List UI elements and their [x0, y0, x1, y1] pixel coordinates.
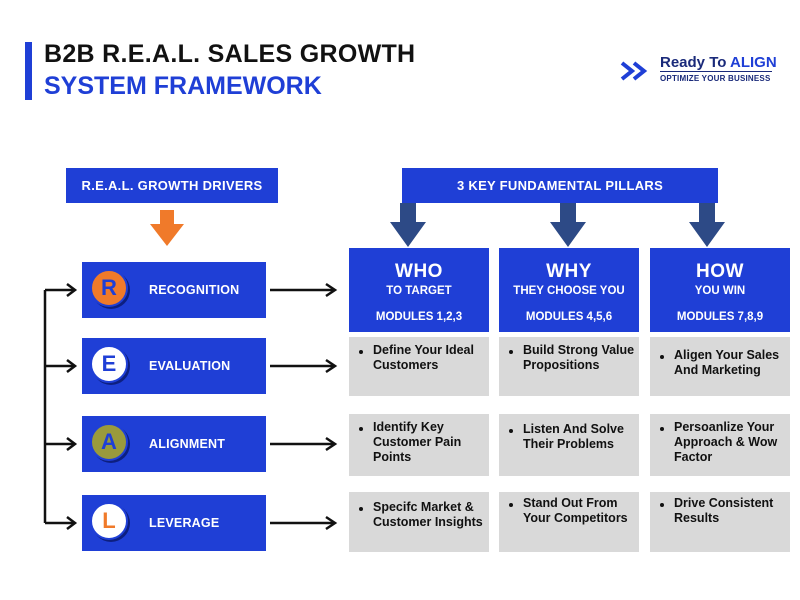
cell-text: Persoanlize Your Approach & Wow Factor — [674, 420, 778, 464]
letter-circle-l: L — [90, 502, 128, 540]
pillar-title: WHY — [546, 261, 592, 282]
title-accent-bar — [25, 42, 32, 100]
left-bracket-arrows — [45, 283, 78, 530]
driver-label: LEVERAGE — [149, 516, 220, 530]
cell-who-3: Specifc Market & Customer Insights — [349, 492, 489, 552]
letter-circle-a: A — [90, 423, 128, 461]
pillar-who: WHO TO TARGET MODULES 1,2,3 — [349, 248, 489, 332]
cell-who-2: Identify Key Customer Pain Points — [349, 414, 489, 476]
driver-label: ALIGNMENT — [149, 437, 226, 451]
drivers-header: R.E.A.L. GROWTH DRIVERS — [66, 168, 278, 203]
driver-recognition: R RECOGNITION — [82, 262, 266, 318]
bullet-dot — [509, 503, 513, 507]
letter-circle-r: R — [90, 269, 128, 307]
bullet-dot — [660, 427, 664, 431]
pillars-header: 3 KEY FUNDAMENTAL PILLARS — [402, 168, 718, 203]
pillar-down-arrow-who — [390, 203, 426, 247]
pillar-modules: MODULES 7,8,9 — [676, 311, 764, 323]
bullet-dot — [509, 429, 513, 433]
pillar-how: HOW YOU WIN MODULES 7,8,9 — [650, 248, 790, 332]
pillar-modules: MODULES 4,5,6 — [525, 311, 613, 323]
orange-down-arrow — [150, 210, 184, 246]
page-title-line2: SYSTEM FRAMEWORK — [44, 72, 322, 100]
cell-who-1: Define Your Ideal Customers — [349, 337, 489, 396]
pillar-modules: MODULES 1,2,3 — [375, 311, 463, 323]
bullet-dot — [660, 355, 664, 359]
logo-divider — [660, 71, 772, 72]
cell-text: Specifc Market & Customer Insights — [373, 500, 483, 529]
cell-how-2: Persoanlize Your Approach & Wow Factor — [650, 414, 790, 476]
pillar-subtitle: THEY CHOOSE YOU — [513, 285, 625, 297]
double-chevron-right-icon — [620, 61, 648, 81]
driver-label: RECOGNITION — [149, 283, 240, 297]
pillar-title: WHO — [395, 261, 443, 282]
logo-tagline: OPTIMIZE YOUR BUSINESS — [660, 74, 771, 83]
letter-circle-e: E — [90, 345, 128, 383]
driver-alignment: A ALIGNMENT — [82, 416, 266, 472]
cell-text: Listen And Solve Their Problems — [523, 422, 624, 451]
logo-name: Ready To ALIGN — [660, 54, 777, 71]
driver-leverage: L LEVERAGE — [82, 495, 266, 551]
pillar-title: HOW — [696, 261, 744, 282]
cell-text: Build Strong Value Propositions — [523, 343, 635, 372]
bullet-dot — [359, 427, 363, 431]
pillar-down-arrow-why — [550, 203, 586, 247]
cell-text: Identify Key Customer Pain Points — [373, 420, 462, 464]
cell-text: Aligen Your Sales And Marketing — [674, 348, 780, 377]
cell-text: Stand Out From Your Competitors — [523, 496, 628, 525]
bullet-dot — [359, 507, 363, 511]
bullet-dot — [660, 503, 664, 507]
pillar-subtitle: YOU WIN — [694, 285, 746, 297]
pillar-why: WHY THEY CHOOSE YOU MODULES 4,5,6 — [499, 248, 639, 332]
cell-why-1: Build Strong Value Propositions — [499, 337, 639, 396]
cell-how-3: Drive Consistent Results — [650, 492, 790, 552]
cell-text: Define Your Ideal Customers — [373, 343, 474, 372]
driver-evaluation: E EVALUATION — [82, 338, 266, 394]
bullet-dot — [509, 350, 513, 354]
cell-why-2: Listen And Solve Their Problems — [499, 414, 639, 476]
pillar-down-arrow-how — [689, 203, 725, 247]
cell-text: Drive Consistent Results — [674, 496, 774, 525]
driver-to-pillar-arrows — [270, 282, 338, 531]
page-title-line1: B2B R.E.A.L. SALES GROWTH — [44, 40, 416, 68]
driver-label: EVALUATION — [149, 359, 231, 373]
bullet-dot — [359, 350, 363, 354]
cell-why-3: Stand Out From Your Competitors — [499, 492, 639, 552]
pillar-subtitle: TO TARGET — [386, 285, 452, 297]
cell-how-1: Aligen Your Sales And Marketing — [650, 337, 790, 396]
